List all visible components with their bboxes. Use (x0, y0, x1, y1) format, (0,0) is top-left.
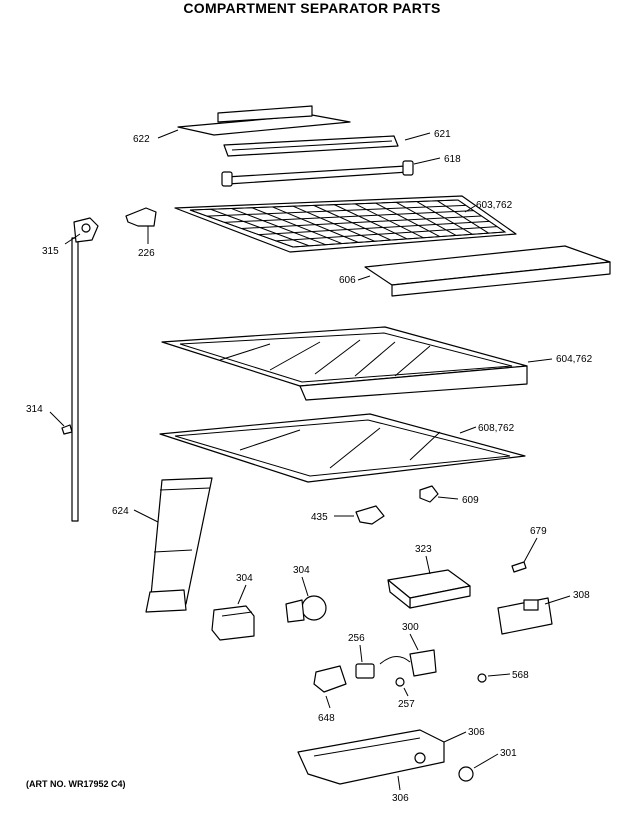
part-308-plate (497, 595, 571, 635)
callout-621: 621 (434, 129, 451, 140)
part-304-housing (211, 584, 255, 641)
part-648-damper (313, 665, 347, 709)
callout-314: 314 (26, 404, 43, 415)
callout-618: 618 (444, 154, 461, 165)
shelf-wire (207, 204, 466, 217)
callout-608-762: 608,762 (478, 423, 515, 434)
part-568-screw (477, 673, 511, 683)
part-624-duct (133, 477, 213, 613)
part-301-knob (458, 753, 499, 782)
callout-435: 435 (311, 512, 328, 523)
callout-609: 609 (462, 495, 479, 506)
callout-624: 624 (112, 506, 129, 517)
part-618-rod (221, 157, 441, 187)
callout-300: 300 (402, 622, 419, 633)
callout-304-right: 304 (293, 565, 310, 576)
callout-301: 301 (500, 748, 517, 759)
callout-257: 257 (398, 699, 415, 710)
shelf-wire (189, 199, 459, 211)
callout-603-762: 603,762 (476, 200, 513, 211)
callout-606: 606 (339, 275, 356, 286)
page-title: COMPARTMENT SEPARATOR PARTS (183, 0, 441, 16)
part-257-screw (395, 677, 409, 697)
shelf-wire (258, 220, 490, 236)
callout-308: 308 (573, 590, 590, 601)
shelf-wire (275, 226, 498, 242)
callout-226: 226 (138, 248, 155, 259)
part-603-wire-shelf (174, 195, 517, 253)
callout-648: 648 (318, 713, 335, 724)
part-435-bracket (334, 505, 385, 525)
callout-256: 256 (348, 633, 365, 644)
callout-568: 568 (512, 670, 529, 681)
callout-306-bottom: 306 (392, 793, 409, 804)
part-621-rail (223, 132, 431, 157)
part-679-screw (511, 537, 538, 573)
callout-679: 679 (530, 526, 547, 537)
callout-604-762: 604,762 (556, 354, 593, 365)
part-323-control-housing (387, 555, 471, 609)
callout-622: 622 (133, 134, 150, 145)
part-304-thermostat (285, 576, 327, 623)
callout-315: 315 (42, 246, 59, 257)
part-606-trim (357, 245, 611, 297)
part-256-switch (355, 644, 375, 679)
shelf-wire (241, 215, 482, 229)
part-604-shelf-frame (161, 326, 553, 401)
callout-323: 323 (415, 544, 432, 555)
part-300-heater (379, 633, 437, 677)
shelf-wire (292, 231, 506, 248)
part-226-clip (125, 207, 157, 244)
part-609-fastener (419, 485, 459, 503)
part-315-314-vertical-rod (49, 217, 99, 522)
part-622-bracket (157, 105, 351, 139)
art-number: (ART NO. WR17952 C4) (26, 779, 126, 789)
callout-304-left: 304 (236, 573, 253, 584)
callout-306-top: 306 (468, 727, 485, 738)
part-306-control-panel (297, 729, 467, 791)
shelf-wire (224, 210, 474, 223)
part-608-separator (159, 413, 526, 483)
